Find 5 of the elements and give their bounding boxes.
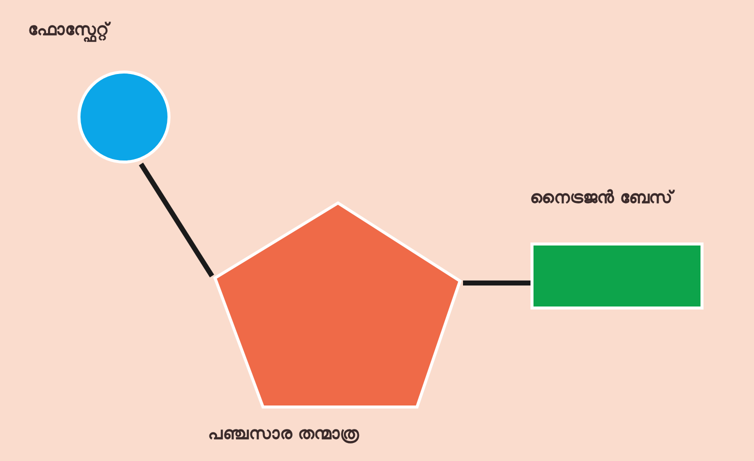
node-label: ഫോസ്ഫേറ്റ് [28,20,109,40]
node-label: നൈട്രജൻ ബേസ് [530,188,673,208]
node-label: പഞ്ചസാര തന്മാത്ര [208,424,359,444]
connector-line [138,162,214,278]
connector-line [463,280,531,286]
